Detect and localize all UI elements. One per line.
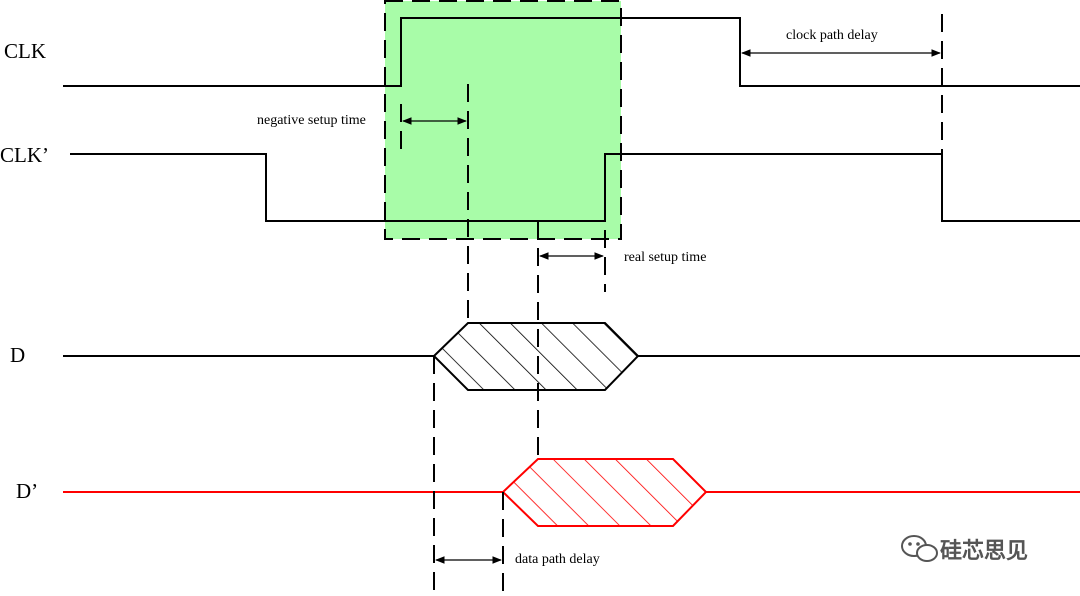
d-label: D — [10, 343, 25, 367]
d-prime-label: D’ — [16, 479, 38, 503]
negative-setup-time-label: negative setup time — [257, 113, 366, 128]
clk-prime-waveform — [70, 153, 1080, 222]
clk-prime-label: CLK’ — [0, 143, 49, 167]
clk-waveform — [63, 17, 1080, 87]
clock-path-delay-label: clock path delay — [786, 28, 878, 43]
real-setup-time-label: real setup time — [624, 250, 706, 265]
d-transition-region — [432, 322, 640, 391]
watermark: 硅芯思见 — [901, 535, 1028, 564]
wechat-icon — [901, 535, 938, 562]
watermark-text: 硅芯思见 — [940, 539, 1028, 564]
d-prime-transition-region — [501, 458, 708, 527]
setup-window-box — [384, 0, 622, 240]
clk-label: CLK — [4, 39, 46, 63]
data-path-delay-label: data path delay — [515, 552, 600, 567]
